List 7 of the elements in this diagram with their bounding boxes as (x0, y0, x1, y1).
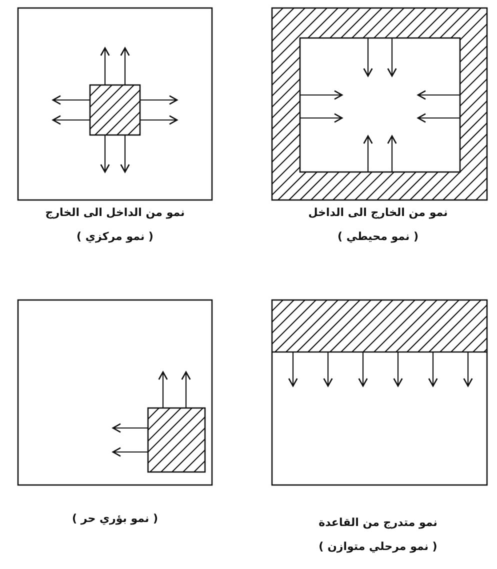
caption-text: ( نمو بؤري حر ) (72, 512, 158, 525)
caption-text: ( نمو مركزي ) (76, 230, 154, 243)
caption-text: نمو من الخارج الى الداخل (308, 206, 448, 219)
caption-text: ( نمو مرحلي متوازن ) (318, 540, 438, 553)
caption-text: نمو متدرج من القاعدة (318, 516, 438, 529)
caption-text: نمو من الداخل الى الخارج (45, 206, 185, 219)
caption-text: ( نمو محيطي ) (337, 230, 419, 243)
